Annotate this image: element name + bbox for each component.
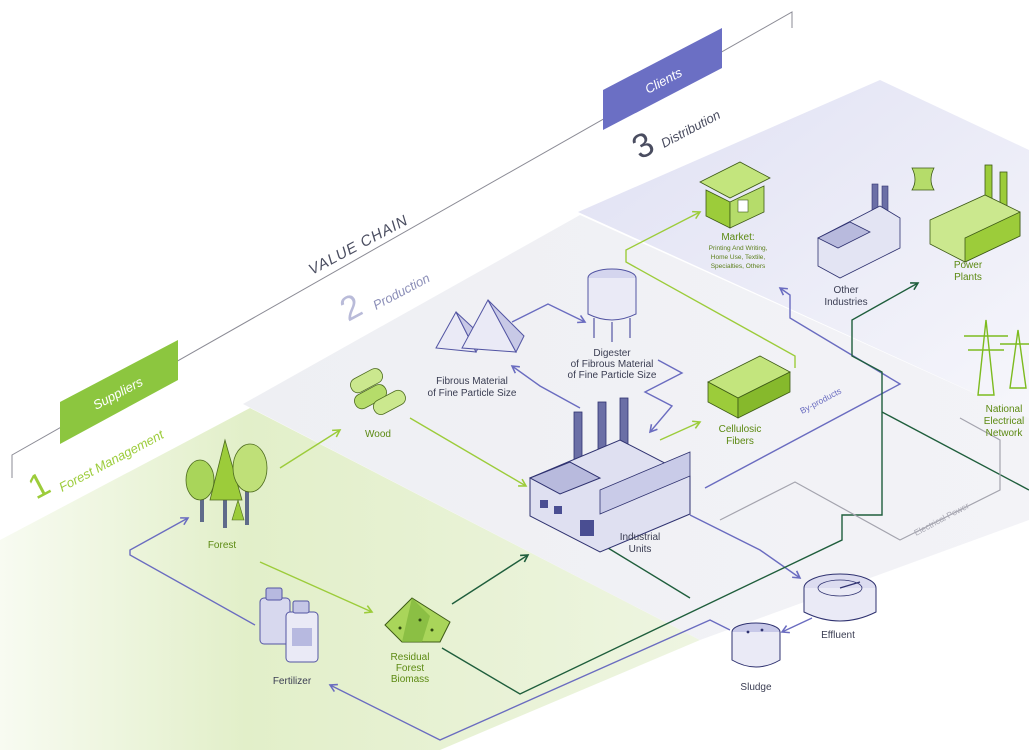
wood-logs-icon bbox=[350, 368, 406, 415]
flow-sludge-to-fertilizer bbox=[328, 619, 731, 741]
cellulosic-fibers-block-icon bbox=[707, 355, 791, 419]
digester-tank-icon bbox=[587, 268, 637, 342]
fibrous-material-label-line2: of Fine Particle Size bbox=[428, 388, 517, 399]
stage-2-number: 2 bbox=[334, 287, 369, 329]
power-plants-label-line1: Power bbox=[954, 260, 983, 271]
cellulosic-label-line2: Fibers bbox=[726, 436, 754, 447]
flow-wood-to-units bbox=[409, 417, 528, 487]
flow-biomass-to-units bbox=[451, 554, 530, 605]
flow-forest-to-biomass bbox=[259, 561, 374, 614]
value-chain-title: VALUE CHAIN bbox=[306, 212, 411, 279]
effluent-tank-icon bbox=[803, 573, 877, 622]
sludge-label: Sludge bbox=[740, 682, 772, 693]
biomass-pile-icon bbox=[384, 597, 451, 643]
power-plants-icon bbox=[911, 164, 1021, 263]
digester-label-line1: Digester bbox=[593, 348, 631, 359]
forest-management-panel bbox=[0, 408, 700, 750]
biomass-label-line2: Forest bbox=[396, 663, 425, 674]
market-shop-icon bbox=[699, 161, 771, 229]
other-industries-label-line1: Other bbox=[833, 285, 859, 296]
other-industries-label-line2: Industries bbox=[824, 297, 867, 308]
network-label-line2: Electrical bbox=[984, 416, 1025, 427]
cellulosic-label-line1: Cellulosic bbox=[719, 424, 762, 435]
suppliers-tag: Suppliers bbox=[60, 340, 178, 444]
fertilizer-label: Fertilizer bbox=[273, 676, 312, 687]
flow-units-to-cellulosic bbox=[659, 420, 702, 441]
market-detail-line3: Specialties, Others bbox=[711, 263, 766, 270]
distribution-panel bbox=[578, 80, 1029, 418]
flow-effluent-to-sludge bbox=[780, 617, 813, 634]
production-panel bbox=[243, 215, 1029, 640]
industrial-units-factory-icon bbox=[528, 397, 691, 553]
fibrous-material-label-line1: Fibrous Material bbox=[436, 376, 508, 387]
flow-electrical-power bbox=[719, 417, 1001, 541]
flow-power-to-network bbox=[881, 411, 1029, 491]
power-plants-label-line2: Plants bbox=[954, 272, 982, 283]
flow-digester-to-units bbox=[643, 359, 684, 434]
effluent-label: Effluent bbox=[821, 630, 855, 641]
market-detail-line1: Printing And Writing, bbox=[709, 245, 768, 252]
flow-forest-to-wood bbox=[279, 429, 342, 469]
industrial-units-label-line2: Units bbox=[629, 544, 652, 555]
flow-units-to-sludge-area bbox=[607, 547, 691, 599]
network-label-line1: National bbox=[986, 404, 1023, 415]
stage-3-number: 3 bbox=[626, 125, 661, 167]
network-label-line3: Network bbox=[986, 428, 1024, 439]
digester-label-line3: of Fine Particle Size bbox=[568, 370, 657, 381]
stage-3-name: Distribution bbox=[658, 107, 722, 151]
forest-label: Forest bbox=[208, 540, 237, 551]
other-industries-factory-icon bbox=[817, 183, 901, 279]
forest-tree-icon bbox=[185, 438, 268, 528]
industrial-units-label-line1: Industrial bbox=[620, 532, 661, 543]
electrical-pylons-icon bbox=[964, 319, 1029, 396]
stage-1-number: 1 bbox=[22, 465, 57, 507]
biomass-label-line3: Biomass bbox=[391, 674, 429, 685]
flow-units-to-effluent bbox=[689, 514, 802, 579]
fibrous-material-pyramids-icon bbox=[435, 298, 525, 354]
flow-cellulosic-to-market bbox=[625, 210, 796, 368]
wood-label: Wood bbox=[365, 429, 391, 440]
market-detail-line2: Home Use, Textile, bbox=[711, 254, 766, 261]
digester-label-line2: of Fibrous Material bbox=[571, 359, 654, 370]
flow-units-to-fibrous bbox=[510, 365, 581, 409]
flow-biomass-to-power bbox=[441, 282, 920, 695]
market-title: Market: bbox=[721, 232, 754, 243]
fertilizer-bottles-icon bbox=[259, 587, 319, 663]
value-chain-bracket bbox=[11, 11, 793, 478]
biomass-label-line1: Residual bbox=[391, 652, 430, 663]
flow-fertilizer-to-forest bbox=[129, 517, 256, 626]
flow-fibrous-to-digester bbox=[511, 303, 587, 324]
sludge-tank-icon bbox=[731, 622, 781, 668]
flow-by-products bbox=[704, 287, 902, 489]
